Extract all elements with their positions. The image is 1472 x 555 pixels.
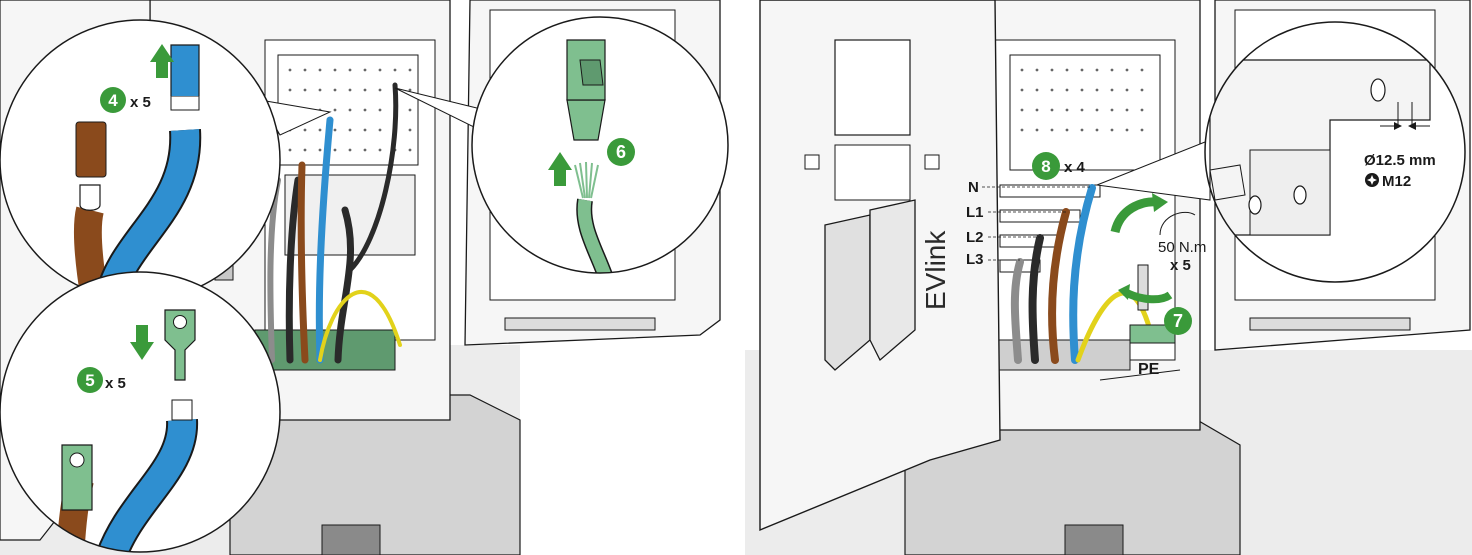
star-bolt-icon bbox=[1365, 173, 1379, 187]
evlink-rfid-reader bbox=[835, 145, 910, 200]
step-4-multiplier: x 5 bbox=[130, 94, 151, 111]
phase-label-l1: L1 bbox=[966, 204, 984, 221]
right-gland-plate bbox=[990, 340, 1130, 370]
phase-label-n: N bbox=[968, 179, 979, 196]
callout-strip: 4 x 5 bbox=[0, 20, 280, 300]
step-4-number: 4 bbox=[108, 91, 118, 110]
brown-stripped-end bbox=[80, 185, 100, 210]
blue-cable-top bbox=[171, 45, 199, 96]
busbar-hole-2 bbox=[1294, 186, 1306, 204]
step-5-number: 5 bbox=[85, 371, 94, 390]
phase-label-l3: L3 bbox=[966, 251, 984, 268]
bolt bbox=[1138, 265, 1148, 310]
hole-diameter-label: Ø12.5 mm bbox=[1364, 152, 1436, 169]
evlink-indicator-left bbox=[805, 155, 819, 169]
rj45-clip bbox=[580, 60, 603, 85]
busbar-zoom-front bbox=[1250, 150, 1330, 235]
evlink-socket-right bbox=[870, 200, 915, 360]
step-6-number: 6 bbox=[616, 142, 626, 162]
brown-cable-sheath bbox=[76, 122, 106, 177]
left-panel: 4 x 5 5 x 5 bbox=[0, 0, 728, 555]
bolt-size-label: M12 bbox=[1382, 173, 1411, 190]
busbar-hole-3 bbox=[1249, 196, 1261, 214]
lug-blue-stripped bbox=[172, 400, 192, 420]
step-8-multiplier: x 4 bbox=[1064, 159, 1086, 176]
torque-value: 50 N.m bbox=[1158, 239, 1206, 256]
left-door-hinge-bar bbox=[505, 318, 655, 330]
step-5-multiplier: x 5 bbox=[105, 375, 126, 392]
step-8-number: 8 bbox=[1041, 157, 1050, 176]
right-door-hinge-bar bbox=[1250, 318, 1410, 330]
torque-multiplier: x 5 bbox=[1170, 257, 1191, 274]
blue-cable-band bbox=[171, 96, 199, 110]
left-plinth-opening bbox=[322, 525, 380, 555]
pe-label: PE bbox=[1138, 361, 1160, 378]
busbar-nut bbox=[1210, 165, 1245, 200]
right-panel: EVlink Ø12.5 mm bbox=[745, 0, 1472, 555]
callout-busbar: Ø12.5 mm M12 bbox=[1205, 22, 1465, 282]
busbar-hole-1 bbox=[1371, 79, 1385, 101]
step-7-number: 7 bbox=[1173, 311, 1183, 331]
evlink-indicator-right bbox=[925, 155, 939, 169]
callout-lug: 5 x 5 bbox=[0, 272, 280, 555]
evlink-screen bbox=[835, 40, 910, 135]
right-mounting-plate bbox=[1010, 55, 1160, 170]
evlink-brand: EVlink bbox=[920, 230, 951, 310]
right-plinth-opening bbox=[1065, 525, 1123, 555]
rj45-boot bbox=[567, 100, 605, 140]
phase-label-l2: L2 bbox=[966, 229, 984, 246]
